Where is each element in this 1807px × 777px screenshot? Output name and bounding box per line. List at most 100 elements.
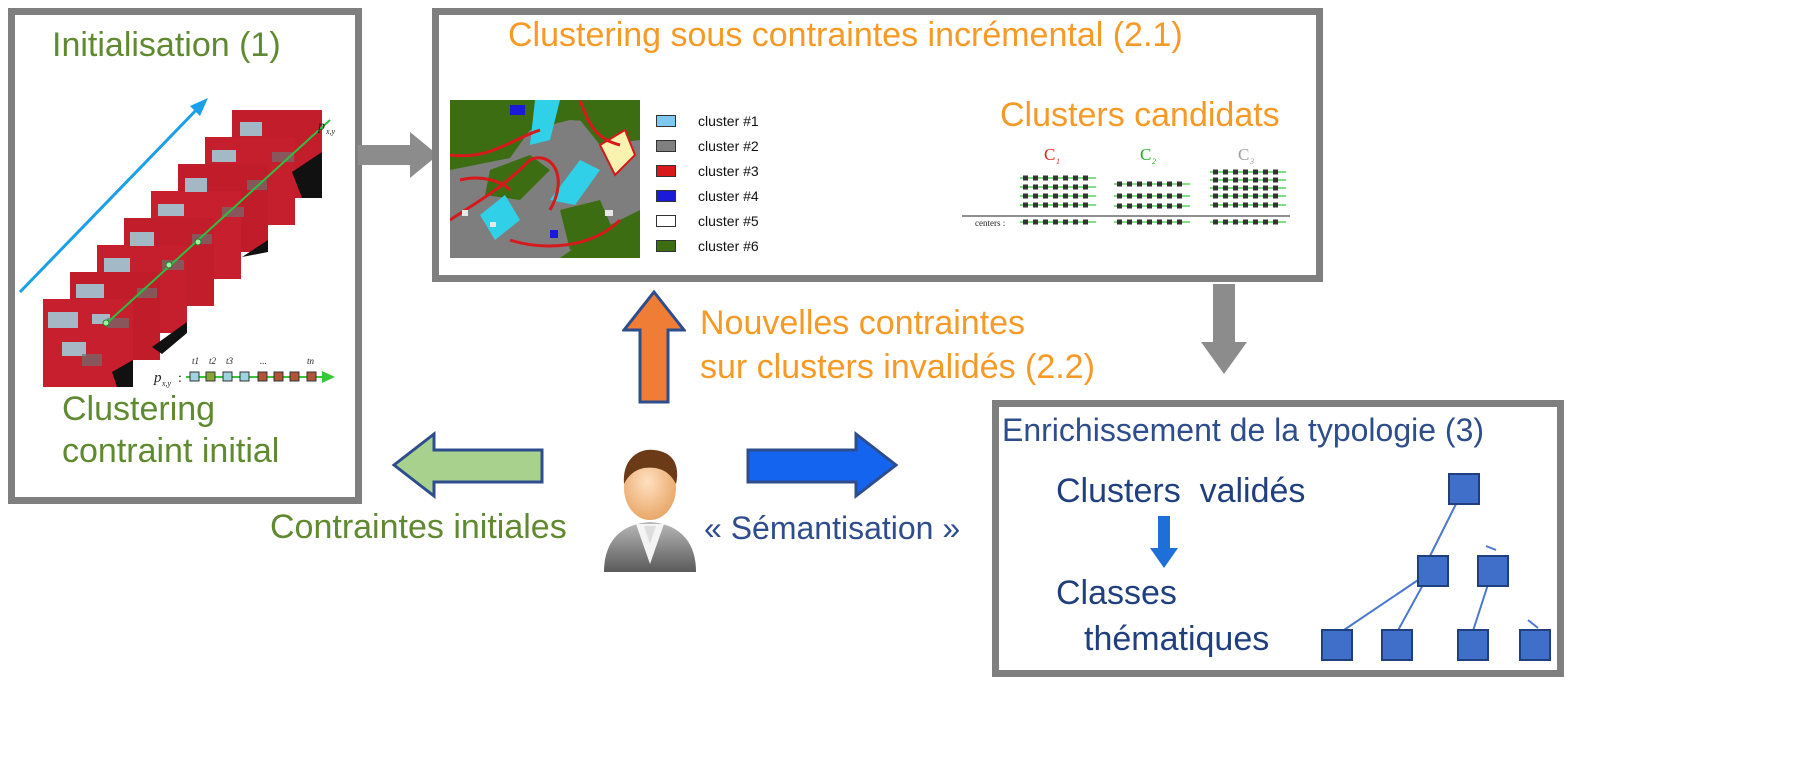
series-point [1253, 169, 1258, 175]
pixel-timeline: p x,y : t1 t2 t3 ... tn [153, 356, 335, 388]
series-point [1233, 193, 1238, 199]
tree-node [1457, 629, 1489, 661]
series-point [1083, 202, 1088, 208]
series-point [1053, 202, 1058, 208]
candidates-title: Clusters candidats [1000, 96, 1280, 134]
legend-swatch [656, 239, 676, 252]
legend-label: cluster #3 [698, 162, 759, 179]
series-point [1127, 181, 1132, 187]
series-point [1177, 181, 1182, 187]
series-point [1137, 193, 1142, 199]
legend-swatch [656, 114, 676, 127]
legend-item: cluster #1 [656, 108, 759, 133]
tick-t3: t3 [226, 356, 234, 366]
series-point [1127, 203, 1132, 209]
series-point [1223, 177, 1228, 183]
new-constraints-line1: Nouvelles contraintes [700, 304, 1026, 342]
timeline-p: p [153, 370, 162, 386]
series-point [1043, 202, 1048, 208]
tree-node-root [1448, 473, 1480, 505]
series-point [1253, 193, 1258, 199]
cluster-legend: cluster #1 cluster #2 cluster #3 cluster… [656, 108, 759, 258]
series-point [1157, 193, 1162, 199]
legend-label: cluster #2 [698, 137, 759, 154]
series-point [1213, 193, 1218, 199]
series-point [1233, 219, 1238, 225]
tick-t2: t2 [209, 356, 217, 366]
validated-clusters-label: Clusters validés [1056, 472, 1306, 510]
legend-label: cluster #6 [698, 237, 759, 254]
series-point [1033, 202, 1038, 208]
tree-node [1519, 629, 1551, 661]
series-point [1083, 219, 1088, 225]
series-point [1053, 175, 1058, 181]
tree-node [1417, 555, 1449, 587]
series-point [1263, 177, 1268, 183]
series-point [1273, 219, 1278, 225]
series-point [1263, 219, 1268, 225]
tick-ellipsis: ... [260, 356, 267, 366]
series-point [1033, 219, 1038, 225]
series-point [1263, 185, 1268, 191]
candidate-c2-letter: C [1140, 145, 1151, 164]
series-point [1273, 193, 1278, 199]
series-point [1167, 193, 1172, 199]
series-point [1127, 193, 1132, 199]
series-point [1137, 203, 1142, 209]
series-point [1253, 219, 1258, 225]
series-point [1023, 219, 1028, 225]
series-point [1223, 202, 1228, 208]
satellite-image-stack [43, 110, 331, 387]
legend-item: cluster #3 [656, 158, 759, 183]
series-point [1243, 219, 1248, 225]
candidate-clusters: C 1 C 2 C 3 centers : [962, 145, 1290, 228]
cluster-map [450, 100, 640, 258]
series-point [1243, 185, 1248, 191]
legend-swatch [656, 139, 676, 152]
series-point [1223, 219, 1228, 225]
series-point [1233, 169, 1238, 175]
arrow-clustering-to-typology [1201, 284, 1247, 374]
series-point [1213, 169, 1218, 175]
tree-node [1381, 629, 1413, 661]
series-point [1023, 175, 1028, 181]
series-point [1083, 184, 1088, 190]
series-point [1053, 193, 1058, 199]
legend-swatch [656, 164, 676, 177]
candidate-c2-label: C 2 [1140, 145, 1156, 166]
series-point [1223, 169, 1228, 175]
new-constraints-line2: sur clusters invalidés (2.2) [700, 348, 1095, 386]
series-point [1117, 203, 1122, 209]
series-point [1147, 181, 1152, 187]
series-point [1023, 202, 1028, 208]
series-point [1033, 193, 1038, 199]
series-point [1157, 181, 1162, 187]
series-point [1223, 185, 1228, 191]
down-arrow-icon [1150, 516, 1178, 568]
timeline-p-sub: x,y [161, 379, 172, 388]
series-point [1033, 175, 1038, 181]
candidate-c1-label: C 1 [1044, 145, 1060, 166]
series-point [1053, 219, 1058, 225]
legend-swatch [656, 214, 676, 227]
series-point [1117, 193, 1122, 199]
series-point [1253, 202, 1258, 208]
typology-title: Enrichissement de la typologie (3) [1002, 412, 1485, 448]
candidate-c2-sub: 2 [1152, 157, 1156, 166]
series-point [1233, 202, 1238, 208]
series-point [1213, 185, 1218, 191]
tick-t1: t1 [192, 356, 199, 366]
series-point [1223, 193, 1228, 199]
series-point [1177, 203, 1182, 209]
series-point [1117, 219, 1122, 225]
candidate-c1-sub: 1 [1056, 157, 1060, 166]
initialisation-title: Initialisation (1) [52, 26, 281, 64]
initialisation-footer-line1: Clustering [62, 390, 216, 428]
series-point [1243, 193, 1248, 199]
legend-label: cluster #1 [698, 112, 759, 129]
legend-item: cluster #5 [656, 208, 759, 233]
series-point [1233, 177, 1238, 183]
series-point [1127, 219, 1132, 225]
series-point [1147, 203, 1152, 209]
series-point [1137, 219, 1142, 225]
